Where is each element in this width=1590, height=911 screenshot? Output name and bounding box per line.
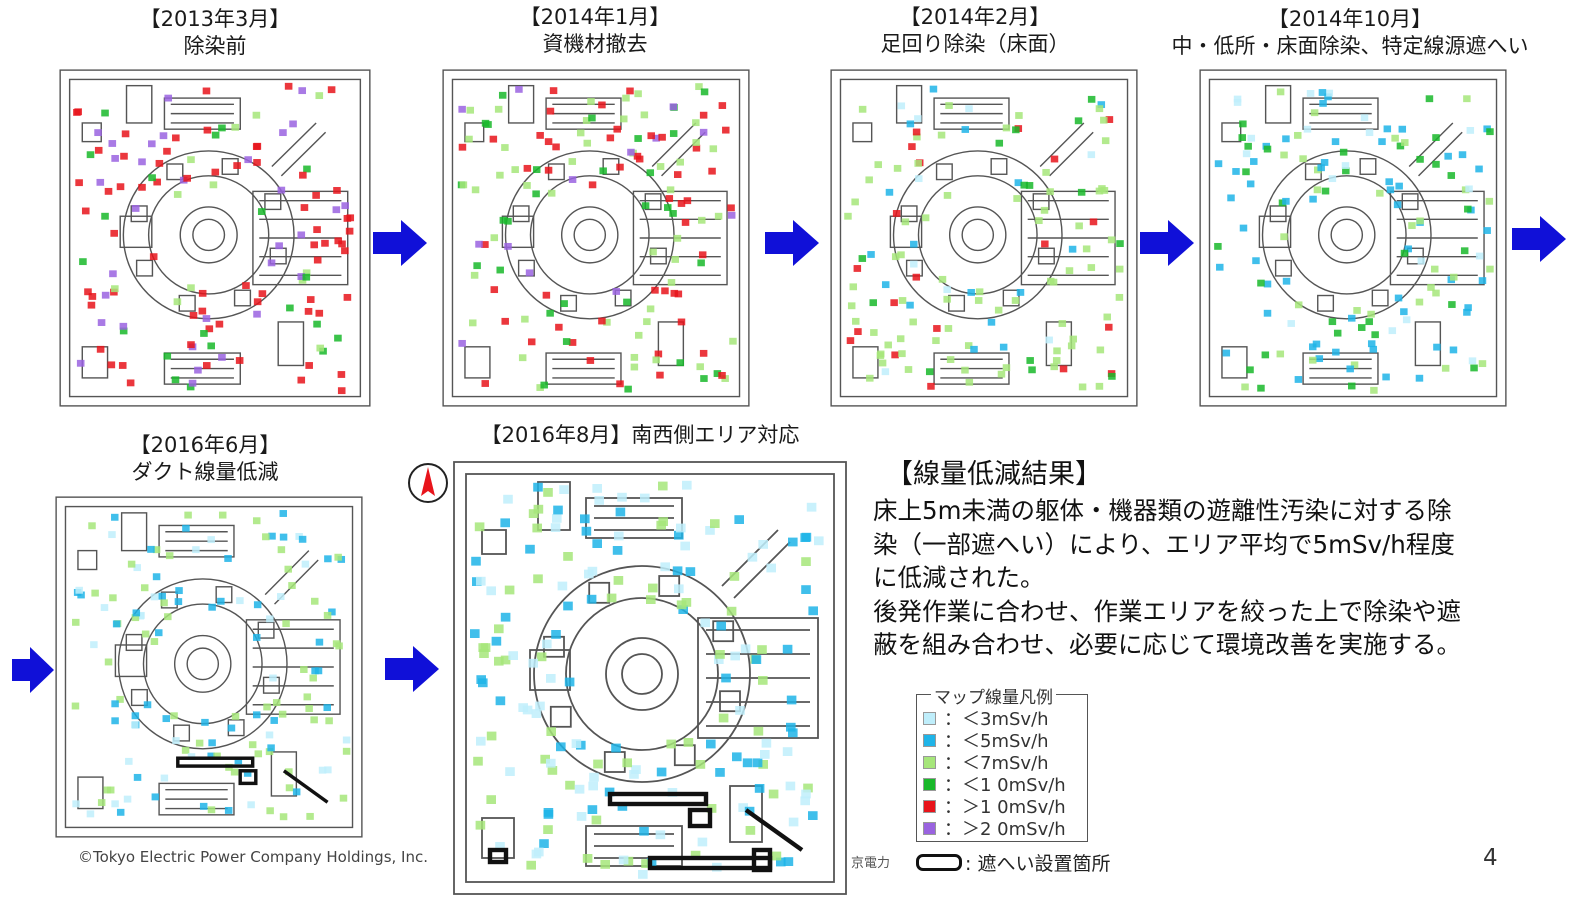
map-caption-2016-06: 【2016年6月】 ダクト線量低減 (85, 432, 325, 486)
caption-label: ダクト線量低減 (131, 460, 279, 484)
legend-title: マップ線量凡例 (931, 683, 1056, 708)
right-arrow-icon (385, 646, 439, 692)
caption-label: 資機材撤去 (542, 32, 648, 56)
result-line: 蔽を組み合わせ、必要に応じて環境改善を実施する。 (873, 630, 1461, 659)
legend-label: ：＞2 0mSv/h (944, 819, 1066, 840)
right-arrow-icon (373, 220, 427, 266)
floor-map-2014-01 (440, 67, 752, 409)
result-line: 後発作業に合わせ、作業エリアを絞った上で除染や遮 (873, 596, 1461, 626)
result-line: に低減された。 (873, 563, 1045, 592)
caption-label: 除染前 (183, 34, 247, 58)
result-line: 染（一部遮へい）により、エリア平均で5mSv/h程度 (873, 529, 1455, 559)
caption-date: 【2014年2月】 (899, 5, 1051, 29)
floor-map-2016-06 (53, 494, 365, 840)
map-caption-2014-10: 【2014年10月】 中・低所・床面除染、特定線源遮へい (1140, 6, 1560, 60)
map-caption-2014-02: 【2014年2月】 足回り除染（床面） (855, 4, 1095, 58)
dose-legend: マップ線量凡例 ：＜3mSv/h ：＜5mSv/h ：＜7mSv/h ：＜1 0… (916, 683, 1088, 842)
shield-label-text: 遮へい設置箇所 (977, 853, 1111, 875)
caption-date: 【2016年6月】 (129, 433, 281, 457)
page-number: 4 (1483, 845, 1498, 871)
legend-swatch (923, 755, 936, 769)
map-caption-2016-08: 【2016年8月】南西側エリア対応 (440, 422, 840, 449)
copyright: ©Tokyo Electric Power Company Holdings, … (78, 848, 429, 866)
caption-date: 【2014年1月】 (519, 5, 671, 29)
floor-map-2014-10 (1197, 67, 1509, 409)
legend-item: ：＜3mSv/h (923, 707, 1049, 730)
legend-item: ：＞2 0mSv/h (923, 817, 1066, 840)
floor-map-2014-02 (828, 67, 1140, 409)
legend-label: ：＜1 0mSv/h (944, 775, 1066, 796)
right-arrow-icon (765, 220, 819, 266)
legend-swatch (923, 821, 936, 835)
legend-swatch (923, 777, 936, 791)
map-caption-2013-03: 【2013年3月】 除染前 (95, 6, 335, 60)
result-line: 床上5m未満の躯体・機器類の遊離性汚染に対する除 (873, 496, 1452, 525)
shield-label: : 遮へい設置箇所 (965, 853, 1111, 875)
right-arrow-icon (1512, 216, 1566, 262)
shield-symbol-icon (916, 854, 962, 871)
caption-date: 【2013年3月】 (139, 7, 291, 31)
legend-label: ：＜5mSv/h (944, 731, 1049, 752)
legend-label: ：＜7mSv/h (944, 753, 1049, 774)
caption-date: 【2016年8月】南西側エリア対応 (480, 423, 800, 447)
floor-map-2016-08 (450, 458, 850, 898)
legend-swatch (923, 799, 936, 813)
legend-swatch (923, 733, 936, 747)
legend-item: ：＜7mSv/h (923, 751, 1049, 774)
result-body: 床上5m未満の躯体・機器類の遊離性汚染に対する除 染（一部遮へい）により、エリア… (873, 494, 1563, 662)
north-compass-icon (407, 462, 449, 504)
right-arrow-icon (1140, 220, 1194, 266)
caption-date: 【2014年10月】 (1267, 7, 1433, 31)
legend-item: ：＞1 0mSv/h (923, 795, 1066, 818)
map-caption-2014-01: 【2014年1月】 資機材撤去 (475, 4, 715, 58)
caption-label: 中・低所・床面除染、特定線源遮へい (1171, 34, 1529, 58)
result-title: 【線量低減結果】 (886, 459, 1102, 490)
shield-legend: : 遮へい設置箇所 (916, 849, 1110, 876)
legend-label: ：＞1 0mSv/h (944, 797, 1066, 818)
legend-swatch (923, 711, 936, 725)
tepco-partial-text: 京電力 (851, 856, 891, 871)
legend-item: ：＜5mSv/h (923, 729, 1049, 752)
caption-label: 足回り除染（床面） (880, 32, 1070, 56)
floor-map-2013-03 (57, 67, 373, 409)
legend-label: ：＜3mSv/h (944, 709, 1049, 730)
right-arrow-icon (12, 647, 54, 693)
legend-item: ：＜1 0mSv/h (923, 773, 1066, 796)
